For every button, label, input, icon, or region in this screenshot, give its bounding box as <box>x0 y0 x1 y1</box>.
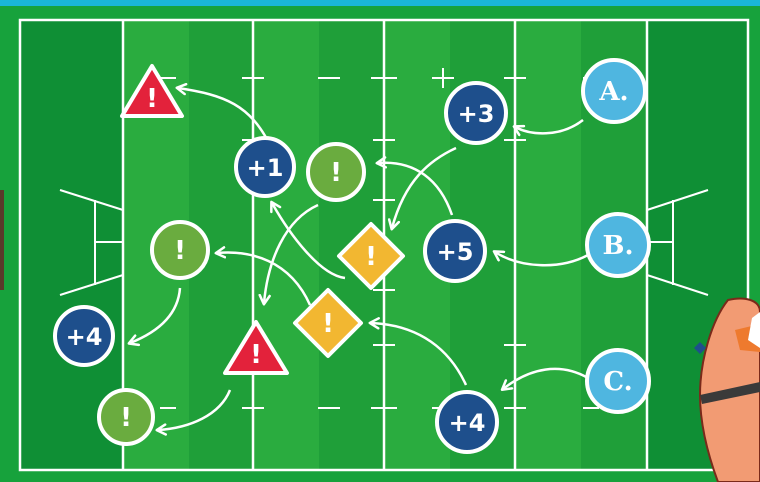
score-token-plus4-bottom: +4 <box>437 392 497 452</box>
top-band <box>0 0 760 6</box>
hazard-circle-3: ! <box>99 390 153 444</box>
player-a: A. <box>583 60 645 122</box>
left-edge-element <box>0 190 4 290</box>
score-token-plus5: +5 <box>425 221 485 281</box>
score-token-plus3: +3 <box>446 83 506 143</box>
hazard-label: ! <box>174 236 186 266</box>
player-label: B. <box>602 231 633 261</box>
score-label: +5 <box>437 238 474 266</box>
hazard-label: ! <box>250 340 262 370</box>
hazard-label: ! <box>146 84 158 114</box>
score-label: +4 <box>66 323 103 351</box>
player-b: B. <box>587 214 649 276</box>
score-token-plus4-left: +4 <box>55 307 113 365</box>
hazard-label: ! <box>120 403 132 433</box>
player-label: A. <box>598 77 628 107</box>
player-label: C. <box>603 367 632 397</box>
hazard-label: ! <box>322 309 334 339</box>
hazard-label: ! <box>330 158 342 188</box>
hazard-circle-1: ! <box>308 144 364 200</box>
score-label: +4 <box>449 409 486 437</box>
score-label: +1 <box>247 154 284 182</box>
hazard-label: ! <box>365 242 377 272</box>
score-label: +3 <box>458 100 495 128</box>
player-c: C. <box>587 350 649 412</box>
hazard-circle-2: ! <box>152 222 208 278</box>
score-token-plus1: +1 <box>236 138 294 196</box>
